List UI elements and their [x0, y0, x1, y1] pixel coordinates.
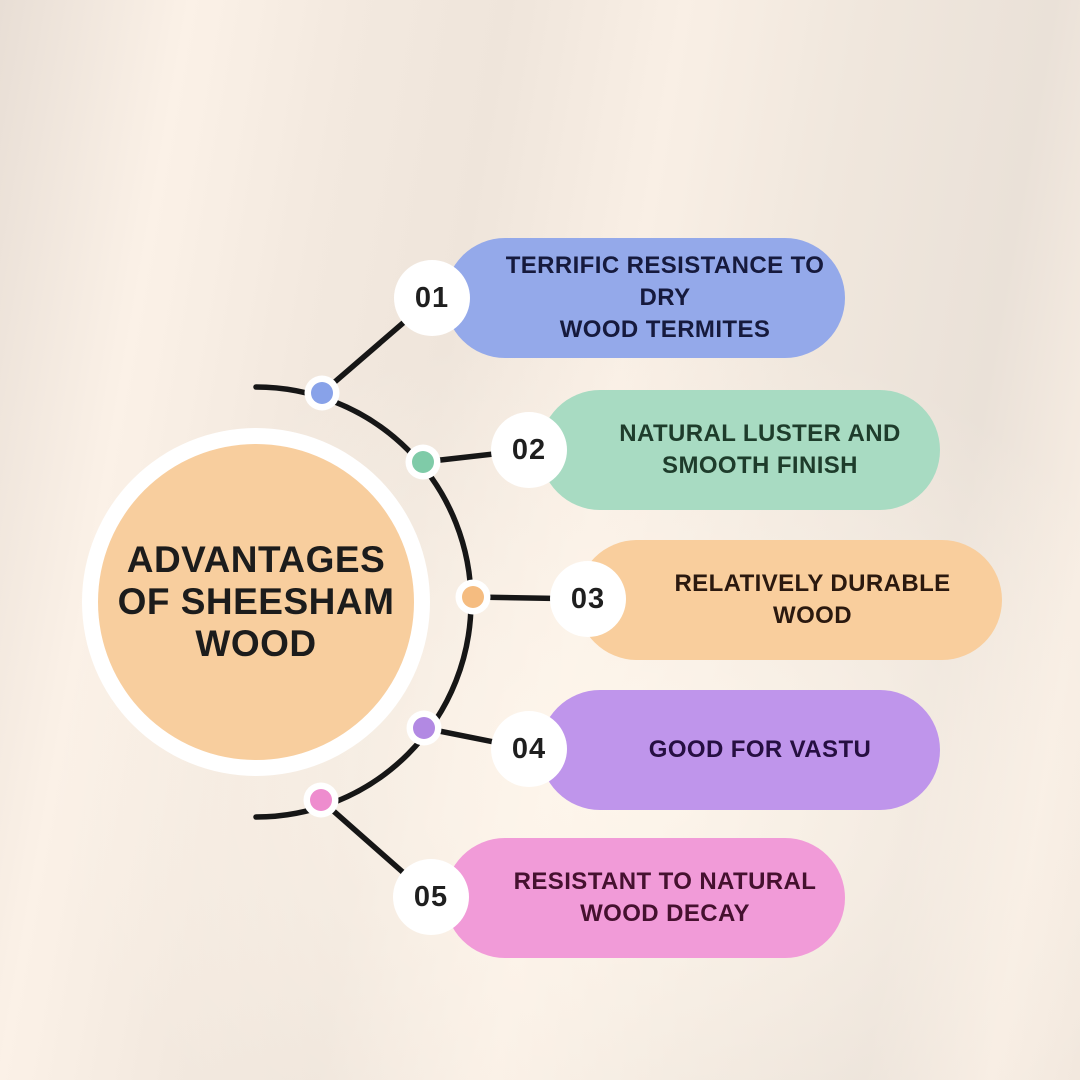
dot-5-icon	[310, 789, 332, 811]
number-badge-1: 01	[394, 260, 470, 336]
number-badge-4: 04	[491, 711, 567, 787]
number-badge-5: 05	[393, 859, 469, 935]
page-title-line-1: ADVANTAGES	[126, 539, 386, 580]
dot-2-icon	[412, 451, 434, 473]
advantage-pill-2: NATURAL LUSTER AND SMOOTH FINISH	[540, 390, 940, 510]
number-badge-2: 02	[491, 412, 567, 488]
number-badge-3: 03	[550, 561, 626, 637]
page-title-line-2: OF SHEESHAM	[117, 581, 395, 622]
number-badge-2-text: 02	[511, 433, 547, 466]
page-title: ADVANTAGES OF SHEESHAM WOOD	[118, 539, 395, 665]
number-badge-4-text: 04	[511, 732, 547, 765]
advantage-label-3: RELATIVELY DURABLE WOOD	[674, 570, 951, 629]
advantage-pill-4: GOOD FOR VASTU	[540, 690, 940, 810]
connector-dots	[303, 375, 491, 818]
advantage-pill-5: RESISTANT TO NATURAL WOOD DECAY	[445, 838, 845, 958]
advantage-pill-3: RELATIVELY DURABLE WOOD	[577, 540, 1002, 660]
number-badge-1-text: 01	[414, 281, 450, 314]
advantage-label-5: RESISTANT TO NATURAL WOOD DECAY	[513, 868, 817, 927]
center-circle-fill	[98, 444, 414, 760]
number-badge-5-text: 05	[413, 880, 449, 913]
page-title-line-3: WOOD	[195, 623, 317, 664]
advantage-pill-1: TERRIFIC RESISTANCE TO DRY WOOD TERMITES	[445, 238, 845, 358]
dot-1-icon	[311, 382, 333, 404]
dot-4-icon	[413, 717, 435, 739]
advantage-label-2: NATURAL LUSTER AND SMOOTH FINISH	[619, 420, 901, 479]
number-badge-3-text: 03	[570, 582, 606, 615]
center-circle: ADVANTAGES OF SHEESHAM WOOD	[82, 428, 430, 776]
advantage-label-4: GOOD FOR VASTU	[648, 736, 872, 763]
advantage-label-1: TERRIFIC RESISTANCE TO DRY WOOD TERMITES	[505, 252, 825, 343]
dot-3-icon	[462, 586, 484, 608]
